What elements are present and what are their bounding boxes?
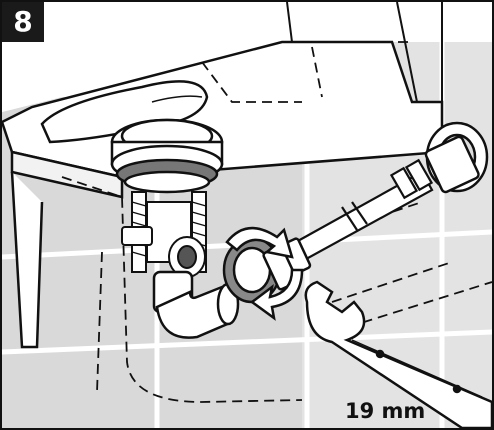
clockwise-arrow-icon — [225, 227, 304, 321]
faucet-lever — [40, 80, 209, 144]
angle-valve — [424, 121, 489, 194]
wrench-icon — [304, 280, 492, 428]
flexible-hose — [285, 158, 434, 266]
wrench-size-label: 19 mm — [345, 399, 426, 423]
faucet-base — [110, 118, 224, 194]
cabinet-edge — [286, 2, 443, 103]
step-number-badge: 8 — [2, 2, 44, 42]
mounting-assembly — [121, 191, 207, 278]
